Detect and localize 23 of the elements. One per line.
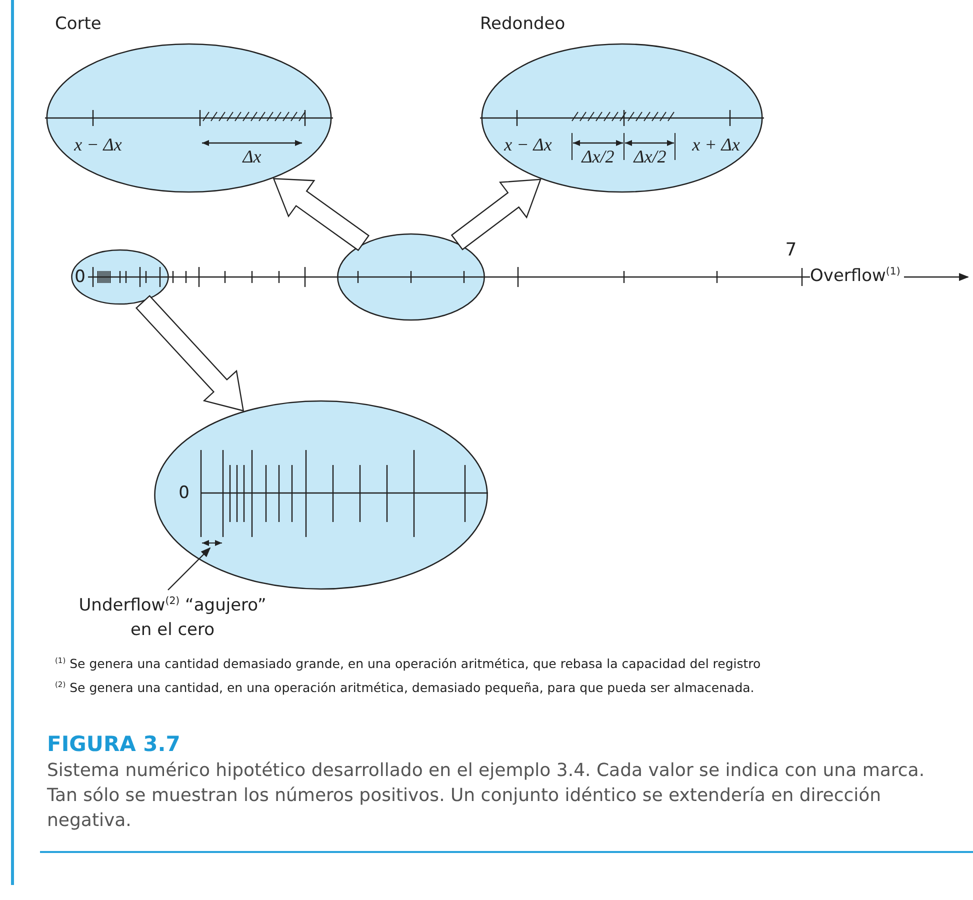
figure-title: FIGURA 3.7: [47, 732, 180, 756]
leader-line: [168, 547, 211, 590]
block-arrow: [135, 294, 244, 412]
footnote: $^{(1)}$ Se genera una cantidad demasiado grande, en una operación aritmética, que rebasa la capacidad del registro: [55, 656, 761, 672]
underflow-label: Underflow$^{(2)}$ “agujero” en el cero: [75, 590, 270, 642]
math-label: x − Δx: [504, 134, 552, 156]
zero-label: 0: [74, 267, 86, 287]
math-label: x + Δx: [692, 134, 740, 156]
highlight-ellipse: [336, 233, 486, 321]
magnified-ellipse: [153, 400, 489, 590]
zero-label: 0: [178, 483, 190, 503]
block-arrow: [272, 178, 370, 252]
block-arrow: [450, 178, 542, 250]
math-label: Δx: [242, 146, 262, 168]
tick-label: 7: [785, 240, 797, 260]
math-label: x − Δx: [74, 134, 122, 156]
figure-caption: Sistema numérico hipotético desarrollado en el ejemplo 3.4. Cada valor se indica con una marca. Tan sólo se muestran los números positivos. Un conjunto idéntico se extendería en dirección negativa.: [47, 759, 926, 833]
section-heading: Corte: [55, 14, 102, 34]
section-heading: Redondeo: [480, 14, 566, 34]
highlight-ellipse: [70, 249, 170, 305]
math-label: Δx/2: [582, 146, 614, 168]
math-label: Δx/2: [634, 146, 666, 168]
footnote: $^{(2)}$ Se genera una cantidad, en una operación aritmética, demasiado pequeña, para que pueda ser almacenada.: [55, 680, 754, 696]
